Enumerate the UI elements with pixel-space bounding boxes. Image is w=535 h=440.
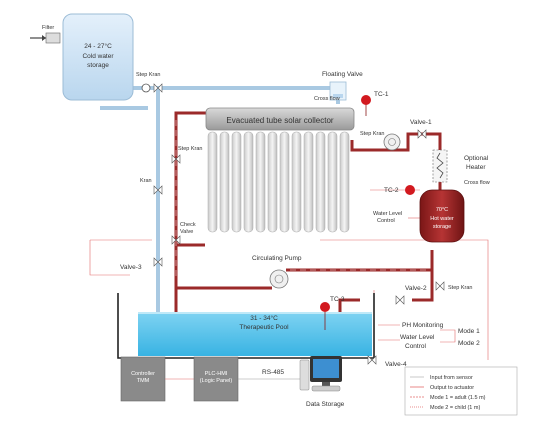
cold-tank-line2: storage — [87, 62, 109, 69]
valve4-icon — [367, 355, 377, 365]
check-valve-line1: Check — [180, 222, 196, 228]
valve3-icon — [153, 257, 163, 267]
cold-tank-line1: Cold water — [82, 53, 114, 60]
collector-label: Evacuated tube solar collector — [226, 116, 334, 125]
controller-line1: Controller — [131, 371, 155, 377]
step-kran-right-label: Step Kran — [360, 131, 384, 137]
check-valve-icon — [171, 235, 181, 245]
circulating-pump-icon — [269, 269, 289, 289]
plc-hmi: PLC-HMI (Logic Panel) — [193, 356, 239, 402]
controller-line2: TMM — [137, 378, 150, 384]
data-storage-label: Data Storage — [306, 401, 345, 408]
ph-monitoring-label: PH Monitoring — [402, 322, 444, 329]
tc1-sensor: TC-1 — [361, 91, 389, 116]
circulating-pump-label: Circulating Pump — [252, 255, 302, 262]
legend-item-input: Input from sensor — [430, 375, 473, 381]
cross-flow-top-label: Cross flow — [314, 96, 340, 102]
tc1-label: TC-1 — [374, 91, 389, 98]
tc2-label: TC-2 — [384, 187, 399, 194]
hot-tank-line2: storage — [433, 224, 451, 230]
heater-line2: Heater — [466, 164, 486, 171]
cold-water-storage: 24 - 27°C Cold water storage — [62, 13, 134, 101]
step-kran-left-label: Step Kran — [178, 146, 202, 152]
controller-tmm: Controller TMM — [120, 356, 166, 402]
wl-control-top-line2: Control — [377, 218, 395, 224]
pool-name: Therapeutic Pool — [239, 324, 289, 331]
floating-valve-icon — [329, 81, 347, 101]
mode2-label: Mode 2 — [458, 340, 480, 347]
tc3-sensor: TC-3 — [320, 296, 345, 330]
wl-control-line1: Water Level — [400, 334, 435, 341]
plc-line1: PLC-HMI — [205, 371, 228, 377]
collector-tubes — [207, 131, 350, 233]
legend-item-output: Output to actuator — [430, 385, 474, 391]
check-valve-line2: Valve — [180, 229, 193, 235]
wl-control-line2: Control — [405, 343, 427, 350]
valve2-icon — [395, 295, 405, 305]
legend: Input from sensor Output to actuator Mod… — [404, 366, 518, 416]
hot-tank-temp: 70°C — [436, 207, 448, 213]
tc3-label: TC-3 — [330, 296, 345, 303]
step-kran-bottom-label: Step Kran — [448, 285, 472, 291]
cold-tank-temp: 24 - 27°C — [84, 42, 112, 50]
mode1-label: Mode 1 — [458, 328, 480, 335]
valve4-label: Valve-4 — [385, 361, 407, 368]
optional-heater: Optional Heater — [432, 149, 489, 183]
therapeutic-pool: 31 - 34°C Therapeutic Pool — [117, 293, 375, 359]
legend-item-mode1: Mode 1 = adult (1.5 m) — [430, 395, 486, 401]
filter: Filter — [30, 25, 61, 44]
valve1-icon — [417, 129, 427, 139]
solar-collector: Evacuated tube solar collector — [205, 107, 355, 233]
step-kran-top-valve-icon — [141, 83, 163, 93]
valve3-label: Valve-3 — [120, 264, 142, 271]
valve2-label: Valve-2 — [405, 285, 427, 292]
floating-valve-label: Floating Valve — [322, 71, 363, 78]
kran-label: Kran — [140, 178, 152, 184]
rs485-label: RS-485 — [262, 369, 284, 376]
cross-flow-right-label: Cross flow — [464, 180, 490, 186]
heater-line1: Optional — [464, 155, 489, 162]
hot-tank-line1: Hot water — [430, 216, 454, 222]
valve1-label: Valve-1 — [410, 119, 432, 126]
legend-item-mode2: Mode 2 = child (1 m) — [430, 405, 480, 411]
data-storage-computer-icon — [299, 356, 342, 392]
plc-line2: (Logic Panel) — [200, 378, 233, 384]
step-kran-top-label: Step Kran — [136, 72, 160, 78]
wl-control-top-line1: Water Level — [373, 211, 402, 217]
filter-label: Filter — [42, 25, 54, 31]
hot-water-storage: 70°C Hot water storage — [419, 189, 465, 243]
step-kran-left-valve-icon — [171, 154, 181, 164]
pool-temp: 31 - 34°C — [250, 314, 278, 322]
step-kran-bottom-valve-icon — [435, 281, 445, 291]
kran-valve-icon — [153, 185, 163, 195]
tc2-sensor: TC-2 — [384, 185, 415, 195]
collector-pump-icon — [383, 133, 401, 151]
